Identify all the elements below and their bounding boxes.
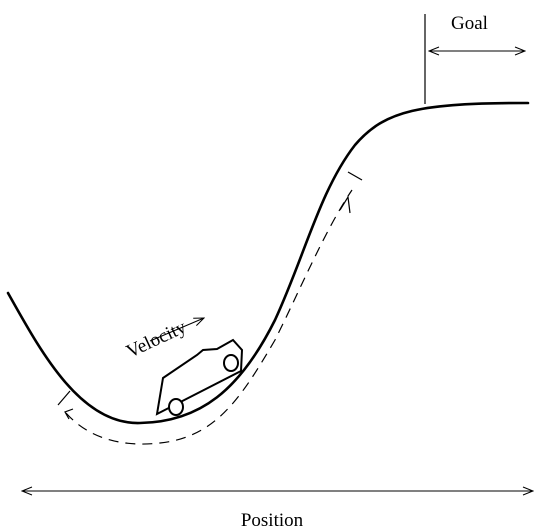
mountain-curve <box>8 103 528 423</box>
car-rear-wheel <box>169 399 183 415</box>
trajectory-dashed-path <box>66 190 352 444</box>
position-label: Position <box>241 510 304 531</box>
trajectory-arrowhead-right <box>340 197 350 213</box>
trajectory-arrowhead-left <box>65 409 73 419</box>
velocity-label: Velocity <box>123 317 190 363</box>
car-icon <box>157 340 242 415</box>
goal-label: Goal <box>451 13 488 34</box>
left-bound-tick <box>58 391 70 405</box>
right-bound-tick <box>348 172 362 180</box>
car-front-wheel <box>224 355 238 371</box>
